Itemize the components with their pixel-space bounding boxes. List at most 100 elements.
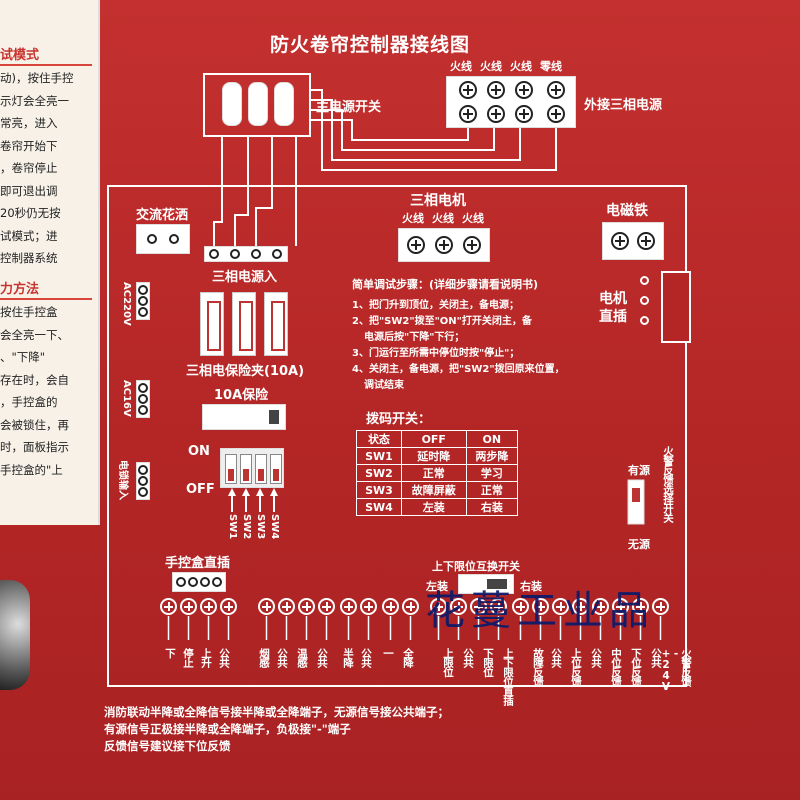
dip-table-cell: SW3	[356, 481, 402, 499]
terminal-label: 公共	[360, 648, 372, 667]
limit-swap-label: 上下限位互换开关	[432, 560, 520, 573]
screw-terminal	[515, 81, 533, 99]
dip-switch[interactable]	[225, 454, 237, 484]
sheet-divider	[0, 298, 92, 300]
ac16-socket	[136, 380, 150, 418]
handbox-label: 手控盒直插	[165, 556, 231, 571]
fuse-clamp	[200, 292, 224, 356]
terminal-label: 下限位	[482, 648, 494, 677]
terminal-screw	[612, 598, 629, 615]
pin	[138, 465, 148, 475]
ac220-socket	[136, 282, 150, 320]
terminal-screw	[200, 598, 217, 615]
terminal-label: 半降	[342, 648, 354, 667]
screw-terminal	[611, 232, 629, 250]
dip-switch-label: SW4	[269, 514, 280, 540]
pin	[200, 577, 210, 587]
terminal-label: 停止	[182, 648, 194, 667]
dip-table-cell: SW1	[356, 447, 402, 465]
main-switch	[218, 80, 298, 128]
socket-pin	[147, 234, 157, 244]
step-line: 2、把"SW2"拨至"ON"打开关闭主，备	[352, 316, 532, 327]
pin	[230, 249, 240, 259]
limit-swap-switch[interactable]	[458, 574, 514, 594]
terminal-label: 故障反馈	[532, 648, 544, 686]
terminal-screw	[360, 598, 377, 615]
sheet-line: ，卷帘停止	[0, 161, 58, 175]
dip-table-cell: SW4	[356, 498, 402, 516]
sheet-line: 常亮，进入	[0, 116, 58, 130]
limit-swap-right: 右装	[520, 580, 542, 593]
motor-plug-pin	[640, 276, 649, 285]
fuse10a-label: 10A保险	[214, 388, 269, 403]
terminal-screw	[180, 598, 197, 615]
watermark: 花蔓工业品	[425, 588, 655, 634]
pin	[176, 577, 186, 587]
dip-switch[interactable]	[270, 454, 282, 484]
terminal-label: 全降	[402, 648, 414, 667]
three-phase-wire-label: 火线	[510, 60, 532, 73]
three-phase-terminal-block	[446, 76, 576, 128]
terminal-screw	[450, 598, 467, 615]
sheet-divider	[0, 64, 92, 66]
terminal-label: 公共	[276, 648, 288, 667]
terminal-label: 上位反馈	[570, 648, 582, 686]
fire-no-source-label: 无源	[628, 538, 650, 551]
pin	[138, 487, 148, 497]
terminal-screw	[652, 598, 669, 615]
three-phase-wire-label: 零线	[540, 60, 562, 73]
terminal-screw	[278, 598, 295, 615]
sheet-line: 手控盒的"上	[0, 462, 63, 477]
dip-switch[interactable]	[255, 454, 267, 484]
switch-pole	[274, 82, 294, 126]
screw-terminal	[547, 105, 565, 123]
terminal-label: 公共	[462, 648, 474, 667]
fuse10a-holder	[202, 404, 286, 430]
sheet-line: 会全亮一下、	[0, 327, 69, 342]
terminal-label: 上下限位直插	[502, 648, 514, 705]
pin	[138, 405, 148, 415]
dip-table-cell: 正常	[465, 481, 519, 499]
magnet-title: 电磁铁	[606, 203, 648, 219]
sheet-heading-method: 力方法	[0, 282, 40, 297]
sheet-line: 试模式；进	[0, 228, 58, 243]
terminal-screw	[402, 598, 419, 615]
power-in-strip	[204, 246, 288, 262]
dip-table-cell: 左装	[400, 498, 467, 516]
sheet-line: 20秒仍无按	[0, 206, 61, 220]
terminal-screw	[220, 598, 237, 615]
sheet-line: 示灯会全亮一	[0, 93, 69, 108]
dip-table-cell: 延时降	[400, 447, 467, 465]
dip-switch-block[interactable]	[220, 448, 284, 488]
terminal-screw	[592, 598, 609, 615]
metal-bolt	[0, 580, 30, 690]
terminal-label: 温感	[296, 648, 308, 667]
sheet-line: 、"下降"	[0, 350, 46, 364]
sheet-line: 动)，按住手控	[0, 71, 74, 85]
switch-pole	[248, 82, 268, 126]
terminal-screw	[340, 598, 357, 615]
fuse-clamp-label: 三相电保险夹(10A)	[186, 364, 305, 379]
limit-swap-knob[interactable]	[487, 579, 507, 589]
terminal-screw	[490, 598, 507, 615]
fire-source-label: 有源	[628, 464, 650, 477]
screw-terminal	[435, 236, 453, 254]
dip-switch[interactable]	[240, 454, 252, 484]
screw-terminal	[463, 236, 481, 254]
socket-pin	[169, 234, 179, 244]
ac220-label: AC220V	[121, 282, 132, 326]
dip-switch-label: SW3	[255, 514, 266, 540]
terminal-screw	[382, 598, 399, 615]
pin	[138, 383, 148, 393]
three-phase-wire-label: 火线	[480, 60, 502, 73]
terminal-label: 上升	[200, 648, 212, 667]
three-phase-wire-label: 火线	[450, 60, 472, 73]
dip-table-header-cell: ON	[465, 430, 519, 448]
dip-table-cell: SW2	[356, 464, 402, 482]
